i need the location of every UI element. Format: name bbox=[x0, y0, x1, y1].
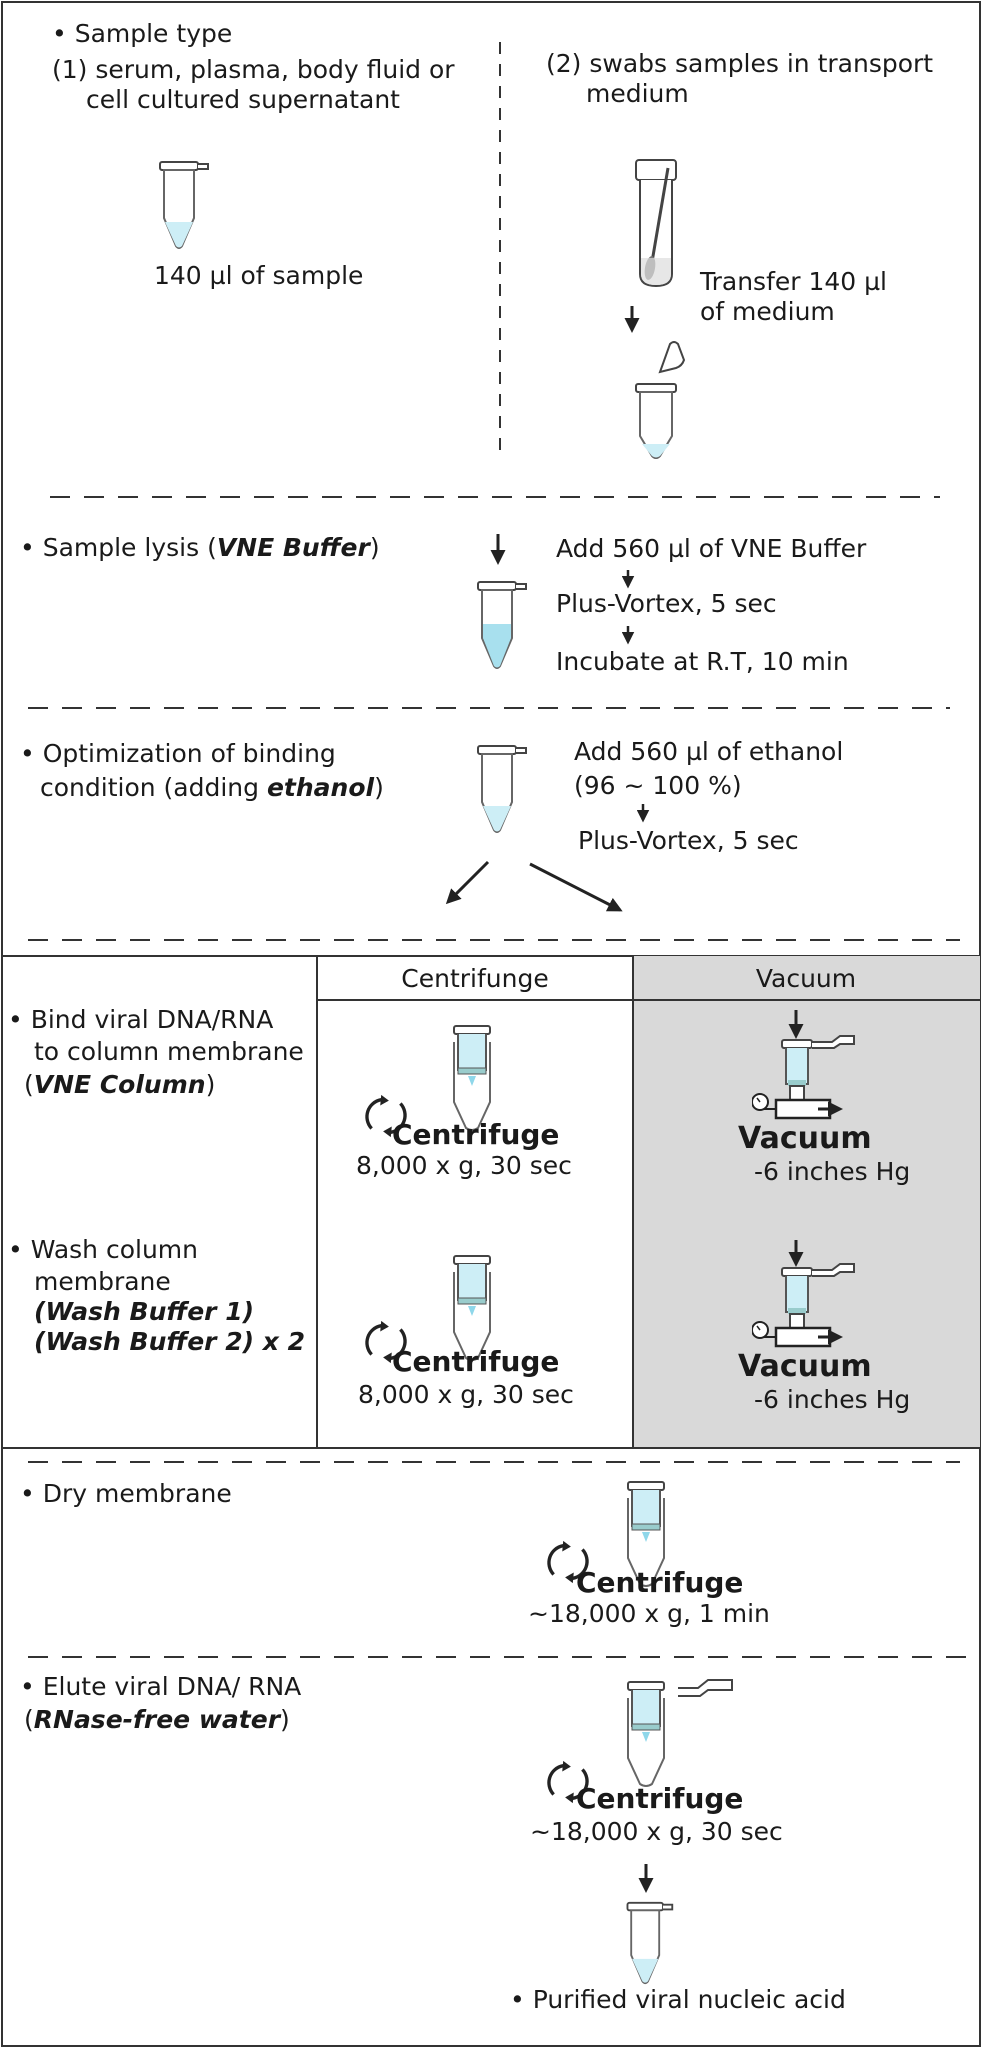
row-wash: • Wash column membrane (Wash Buffer 1) (… bbox=[8, 1235, 910, 1414]
tube-icon bbox=[477, 581, 527, 669]
dry-centrifuge-conditions: ~18,000 x g, 1 min bbox=[528, 1599, 770, 1628]
elute-label: • Elute viral DNA/ RNA bbox=[20, 1672, 301, 1701]
option2-line2: medium bbox=[586, 79, 689, 108]
section-sample-type: • Sample type (1) serum, plasma, body fl… bbox=[52, 19, 933, 459]
result-label: • Purified viral nucleic acid bbox=[510, 1985, 846, 2014]
dry-centrifuge-label: Centrifuge bbox=[576, 1566, 743, 1599]
transfer-line2: of medium bbox=[700, 297, 835, 326]
bind-label-line1: • Bind viral DNA/RNA bbox=[8, 1005, 273, 1034]
binding-step-2: (96 ~ 100 %) bbox=[574, 771, 742, 800]
row-bind: • Bind viral DNA/RNA to column membrane … bbox=[8, 1005, 910, 1186]
section-elute: • Elute viral DNA/ RNA (RNase-free water… bbox=[20, 1672, 846, 2014]
wash-label-line2: membrane bbox=[34, 1267, 171, 1296]
lysis-step-2: Plus-Vortex, 5 sec bbox=[556, 589, 777, 618]
transfer-line1: Transfer 140 µl bbox=[699, 267, 887, 296]
binding-label-line1: • Optimization of binding bbox=[20, 739, 336, 768]
tube-lid-icon bbox=[678, 1679, 733, 1697]
tube-icon bbox=[477, 745, 527, 833]
spin-column-icon bbox=[627, 1681, 665, 1787]
section-lysis: • Sample lysis (VNE Buffer) Add 560 µl o… bbox=[20, 533, 867, 676]
bind-vacuum-conditions: -6 inches Hg bbox=[754, 1157, 910, 1186]
option1-amount: 140 µl of sample bbox=[154, 261, 363, 290]
dry-label: • Dry membrane bbox=[20, 1479, 232, 1508]
section-dry: • Dry membrane Centrifuge ~18,000 x g, 1… bbox=[20, 1479, 770, 1628]
wash-centrifuge-conditions: 8,000 x g, 30 sec bbox=[358, 1380, 574, 1409]
option1-line1: (1) serum, plasma, body fluid or bbox=[52, 55, 455, 84]
arrow-to-vacuum-icon bbox=[529, 862, 623, 912]
tube-icon bbox=[626, 1901, 674, 1985]
vacuum-header: Vacuum bbox=[756, 964, 856, 993]
elute-centrifuge-label: Centrifuge bbox=[576, 1782, 743, 1815]
wash-buffer-1: (Wash Buffer 1) bbox=[34, 1297, 254, 1326]
wash-buffer-2: (Wash Buffer 2) x 2 bbox=[34, 1327, 305, 1356]
lysis-step-3: Incubate at R.T, 10 min bbox=[556, 647, 849, 676]
sample-type-heading: • Sample type bbox=[52, 19, 232, 48]
swab-tube-icon bbox=[634, 158, 678, 288]
lysis-label: • Sample lysis (VNE Buffer) bbox=[20, 533, 380, 562]
centrifuge-header: Centrifunge bbox=[401, 964, 548, 993]
bind-label-line2: to column membrane bbox=[34, 1037, 304, 1066]
wash-vacuum-conditions: -6 inches Hg bbox=[754, 1385, 910, 1414]
elute-centrifuge-conditions: ~18,000 x g, 30 sec bbox=[530, 1817, 783, 1846]
wash-vacuum-label: Vacuum bbox=[738, 1349, 872, 1384]
binding-label-line2: condition (adding ethanol) bbox=[40, 773, 384, 802]
option1-line2: cell cultured supernatant bbox=[86, 85, 400, 114]
bind-centrifuge-label: Centrifuge bbox=[392, 1118, 559, 1151]
bind-label-em: (VNE Column) bbox=[24, 1070, 215, 1099]
wash-centrifuge-label: Centrifuge bbox=[392, 1345, 559, 1378]
option2-line1: (2) swabs samples in transport bbox=[546, 49, 933, 78]
binding-step-3: Plus-Vortex, 5 sec bbox=[578, 826, 799, 855]
bind-centrifuge-conditions: 8,000 x g, 30 sec bbox=[356, 1151, 572, 1180]
section-binding: • Optimization of binding condition (add… bbox=[20, 737, 843, 912]
vacuum-column-bg bbox=[633, 956, 980, 1448]
binding-step-1: Add 560 µl of ethanol bbox=[574, 737, 843, 766]
bind-vacuum-label: Vacuum bbox=[738, 1121, 872, 1156]
wash-label-line1: • Wash column bbox=[8, 1235, 198, 1264]
arrow-to-centrifuge-icon bbox=[445, 860, 490, 905]
tube-icon bbox=[159, 161, 209, 249]
open-tube-icon bbox=[635, 341, 685, 459]
elute-label-em: (RNase-free water) bbox=[24, 1705, 290, 1734]
spin-column-icon bbox=[453, 1025, 491, 1131]
lysis-step-1: Add 560 µl of VNE Buffer bbox=[556, 534, 867, 563]
